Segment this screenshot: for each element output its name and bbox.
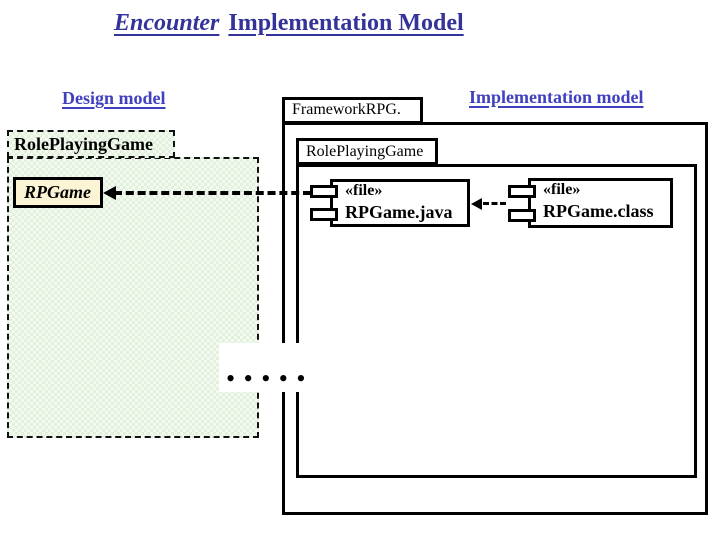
ellipsis-backdrop [219,343,306,392]
component-port-icon [310,208,338,221]
page-title: Encounter Implementation Model [114,10,464,37]
component-name: RPGame.java [345,202,453,222]
framework-package-tab: FrameworkRPG. [282,97,423,124]
component-rpgame-java: «file» RPGame.java [310,179,470,227]
component-stereotype: «file» [543,181,581,198]
design-package-tab: RolePlayingGame [7,130,175,158]
arrowhead-left-icon [103,186,116,200]
implementation-model-heading: Implementation model [469,87,644,107]
component-rpgame-class: «file» RPGame.class [508,178,673,228]
component-port-icon [508,209,536,222]
design-model-heading: Design model [62,88,166,108]
arrowhead-left-icon [471,198,482,210]
title-emphasis: Encounter [114,10,220,36]
title-rest: Implementation Model [228,10,464,36]
dependency-arrow-java-to-rpgame [114,191,311,195]
component-name: RPGame.class [543,201,654,221]
ellipsis-dots: • • • • • [226,364,307,393]
component-stereotype: «file» [345,182,383,199]
dependency-arrow-class-to-java [483,202,506,205]
rpgame-class-box: RPGame [13,177,103,208]
component-port-icon [310,185,338,198]
component-port-icon [508,185,536,198]
roleplayinggame-package-tab: RolePlayingGame [296,138,438,165]
